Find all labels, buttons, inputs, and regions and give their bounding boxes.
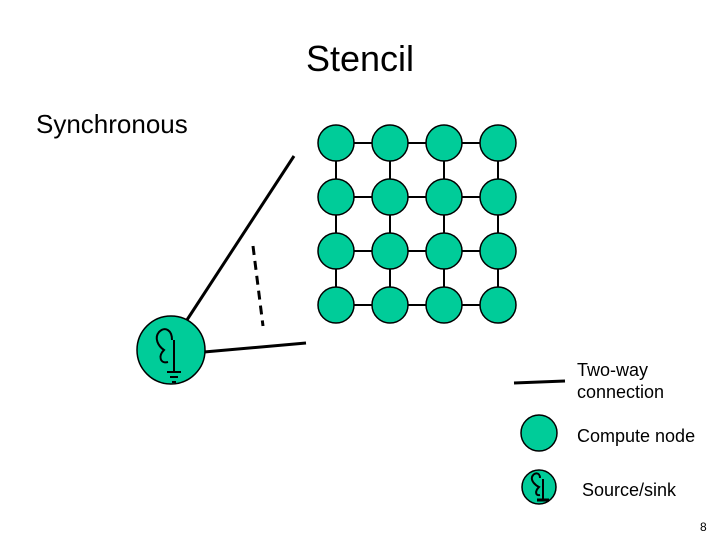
compute-node — [479, 178, 517, 216]
perspective-line-top — [181, 155, 296, 327]
perspective-line-bottom — [203, 341, 307, 354]
compute-node — [317, 232, 355, 270]
perspective-line-dashed — [251, 245, 265, 327]
legend-connection-icon — [513, 379, 566, 385]
slide-subtitle: Synchronous — [36, 109, 188, 139]
page-number: 8 — [700, 520, 707, 534]
compute-node — [371, 286, 409, 324]
legend-compute-node-icon — [520, 414, 558, 452]
legend-source-sink-icon — [521, 469, 557, 505]
legend-source-label: Source/sink — [582, 480, 677, 500]
legend-connection-label: Two-way connection — [577, 360, 665, 402]
compute-node — [371, 178, 409, 216]
compute-node — [371, 124, 409, 162]
source-sink-node — [136, 315, 206, 385]
compute-node — [317, 124, 355, 162]
compute-node — [425, 124, 463, 162]
grid-connections — [335, 142, 499, 306]
compute-node — [317, 178, 355, 216]
legend-compute-label: Compute node — [577, 426, 696, 446]
source-sink-icon — [155, 328, 181, 383]
compute-node-grid — [317, 124, 517, 324]
compute-node — [479, 124, 517, 162]
compute-node — [425, 178, 463, 216]
slide-title: Stencil — [305, 38, 415, 79]
compute-node — [371, 232, 409, 270]
compute-node — [479, 232, 517, 270]
compute-node — [479, 286, 517, 324]
compute-node — [425, 232, 463, 270]
compute-node — [317, 286, 355, 324]
compute-node — [425, 286, 463, 324]
